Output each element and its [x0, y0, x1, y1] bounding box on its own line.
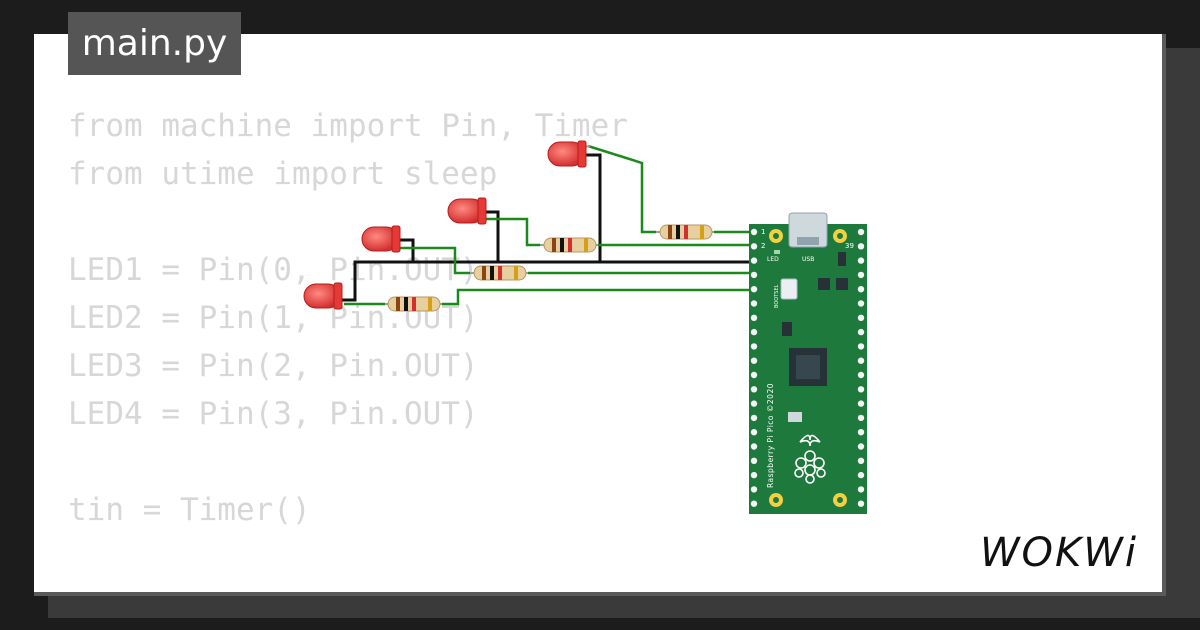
pin-label-1: 1	[761, 228, 765, 236]
code-editor: from machine import Pin, Timer from utime…	[68, 102, 628, 592]
left-pin-header	[750, 228, 758, 507]
led-1[interactable]	[547, 140, 591, 168]
header-pin[interactable]	[750, 414, 758, 422]
header-pin[interactable]	[750, 328, 758, 336]
raspberry-logo-icon	[794, 434, 826, 484]
code-line: LED3 = Pin(2, Pin.OUT)	[68, 348, 479, 384]
header-pin[interactable]	[750, 357, 758, 364]
header-pin[interactable]	[857, 314, 865, 321]
header-pin[interactable]	[857, 429, 865, 436]
header-pin[interactable]	[857, 343, 865, 350]
header-pin[interactable]	[857, 500, 865, 507]
file-tab-main-py[interactable]: main.py	[68, 12, 241, 75]
signal-wire-8[interactable]	[442, 288, 760, 306]
resistor-1[interactable]	[656, 224, 714, 240]
header-pin[interactable]	[750, 471, 758, 479]
ground-wire-4[interactable]	[586, 153, 602, 262]
ground-wires	[342, 153, 760, 302]
header-pin[interactable]	[857, 257, 865, 264]
raspberry-pi-pico-board[interactable]: 1 2 39 LED USB BOOTSEL Raspberry Pi Pico…	[749, 212, 867, 514]
header-pin[interactable]	[857, 443, 865, 450]
header-pin[interactable]	[750, 371, 758, 379]
header-pin[interactable]	[750, 243, 758, 250]
led-4[interactable]	[303, 282, 343, 310]
code-line: from utime import sleep	[68, 156, 498, 192]
bootsel-button[interactable]	[780, 278, 798, 300]
signal-wire-5[interactable]	[400, 246, 470, 275]
right-pin-header	[857, 228, 865, 507]
header-pin[interactable]	[750, 314, 758, 321]
header-pin[interactable]	[857, 371, 865, 379]
header-pin[interactable]	[750, 343, 758, 350]
code-line: LED2 = Pin(1, Pin.OUT)	[68, 300, 479, 336]
pin-label-2: 2	[761, 242, 765, 250]
ground-wire-1[interactable]	[342, 260, 760, 302]
header-pin[interactable]	[750, 286, 758, 293]
bootsel-label: BOOTSEL	[774, 284, 780, 308]
header-pin[interactable]	[857, 486, 865, 493]
header-pin[interactable]	[857, 300, 865, 307]
code-line: from machine import Pin, Timer	[68, 108, 628, 144]
resistor-3[interactable]	[470, 265, 528, 281]
header-pin[interactable]	[750, 500, 758, 507]
code-line: def Flash_LED(timer):	[68, 582, 628, 592]
header-pin[interactable]	[750, 257, 758, 264]
resistor-2[interactable]	[540, 237, 598, 253]
header-pin[interactable]	[857, 286, 865, 293]
resistor-4[interactable]	[385, 296, 442, 312]
header-pin[interactable]	[750, 300, 758, 307]
led-3[interactable]	[361, 225, 401, 253]
wokwi-logo[interactable]: WOKWi	[976, 526, 1148, 576]
signal-wire-1[interactable]	[587, 144, 656, 234]
header-pin[interactable]	[857, 386, 865, 393]
ground-wire-2[interactable]	[398, 238, 415, 262]
header-pin[interactable]	[857, 400, 865, 407]
header-pin[interactable]	[857, 228, 865, 236]
board-silkscreen: Raspberry Pi Pico ©2020	[766, 383, 775, 488]
header-pin[interactable]	[750, 457, 758, 464]
ground-wire-3[interactable]	[484, 210, 500, 262]
header-pin[interactable]	[857, 243, 865, 250]
code-line: LED4 = Pin(3, Pin.OUT)	[68, 396, 479, 432]
header-pin[interactable]	[857, 471, 865, 479]
led-2[interactable]	[447, 197, 487, 225]
onboard-led-icon	[774, 250, 780, 254]
pin-label-39: 39	[845, 242, 854, 250]
usb-label: USB	[802, 256, 814, 263]
header-pin[interactable]	[750, 443, 758, 450]
signal-wires	[344, 144, 760, 306]
header-pin[interactable]	[750, 429, 758, 436]
header-pin[interactable]	[750, 386, 758, 393]
preview-panel: from machine import Pin, Timer from utime…	[34, 34, 1166, 596]
signal-wire-3[interactable]	[486, 217, 540, 247]
wokwi-logo-text: WOKWi	[980, 530, 1138, 576]
header-pin[interactable]	[750, 271, 758, 279]
code-line: tin = Timer()	[68, 492, 311, 528]
header-pin[interactable]	[857, 457, 865, 464]
header-pin[interactable]	[857, 271, 865, 279]
flash-chip	[818, 278, 830, 290]
header-pin[interactable]	[750, 400, 758, 407]
header-pin[interactable]	[750, 228, 758, 236]
header-pin[interactable]	[857, 328, 865, 336]
header-pin[interactable]	[857, 357, 865, 364]
led-label: LED	[767, 256, 779, 263]
header-pin[interactable]	[750, 486, 758, 493]
header-pin[interactable]	[857, 414, 865, 422]
